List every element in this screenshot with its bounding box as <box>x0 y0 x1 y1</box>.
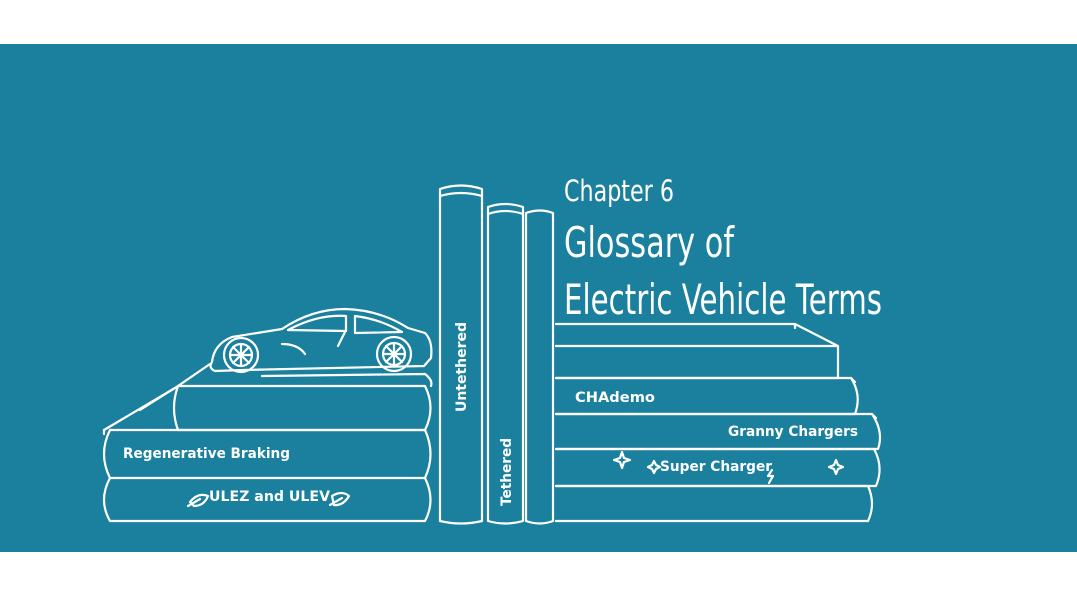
bolt-icon <box>766 468 775 485</box>
banner: Chapter 6 Glossary of Electric Vehicle T… <box>0 44 1077 552</box>
leaf-icon <box>328 491 351 507</box>
label-chademo: CHAdemo <box>575 390 655 406</box>
label-ulez: ULEZ and ULEV <box>209 489 330 505</box>
car-icon <box>209 307 433 374</box>
title-line-2: Electric Vehicle Terms <box>564 275 882 324</box>
book-top-right <box>554 322 840 380</box>
book-tilted-edge <box>102 384 180 436</box>
sparkle-icon <box>827 458 845 476</box>
sparkle-icon <box>646 459 662 475</box>
book-tilted-left <box>102 362 433 432</box>
book-tethered <box>486 202 525 525</box>
book-slim <box>524 209 555 525</box>
book-untethered <box>438 184 484 525</box>
label-untethered: Untethered <box>454 322 470 412</box>
book-ulez <box>102 476 432 523</box>
sparkle-icon <box>612 450 632 470</box>
title-line-1: Glossary of <box>564 218 735 267</box>
label-regenerative: Regenerative Braking <box>123 446 290 462</box>
label-super: Super Charger <box>660 459 772 475</box>
chapter-label: Chapter 6 <box>564 174 674 208</box>
leaf-icon <box>186 493 210 508</box>
book-bottom-right <box>554 484 874 523</box>
book-super <box>554 447 881 488</box>
bookshelf-illustration: Chapter 6 Glossary of Electric Vehicle T… <box>102 174 882 525</box>
label-tethered: Tethered <box>499 438 515 506</box>
book-third-left <box>172 384 432 432</box>
label-granny: Granny Chargers <box>728 424 858 440</box>
